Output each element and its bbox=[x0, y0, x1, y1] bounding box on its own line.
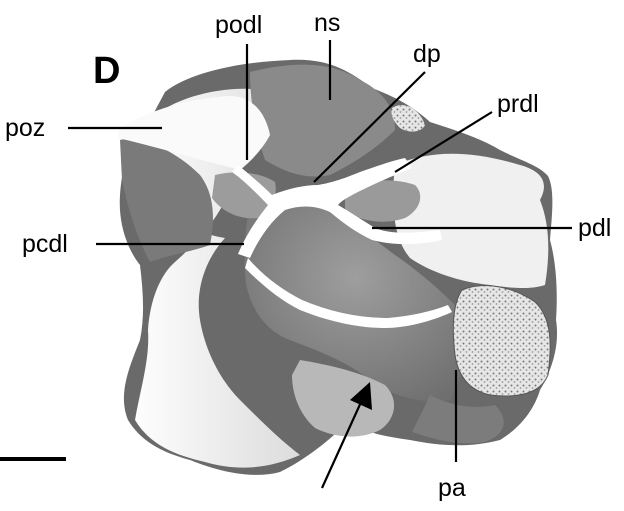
label-pcdl: pcdl bbox=[22, 230, 68, 258]
label-pa: pa bbox=[438, 474, 466, 502]
panel-letter: D bbox=[93, 50, 120, 92]
label-podl: podl bbox=[215, 11, 262, 39]
label-ns: ns bbox=[314, 9, 340, 37]
label-pdl: pdl bbox=[578, 214, 611, 242]
label-poz: poz bbox=[5, 114, 45, 142]
label-prdl: prdl bbox=[497, 90, 539, 118]
parapophysis-facet bbox=[453, 286, 550, 396]
label-dp: dp bbox=[413, 40, 441, 68]
